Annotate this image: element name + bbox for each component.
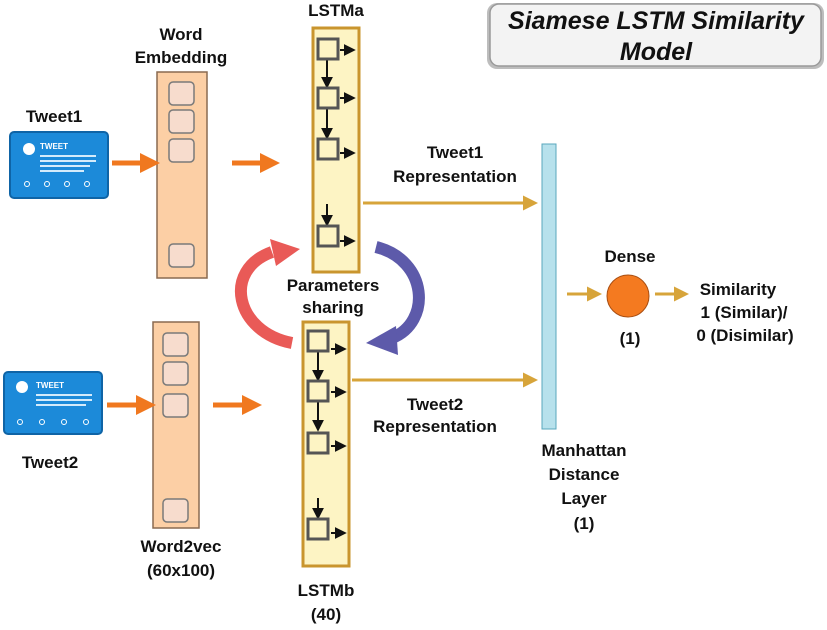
like-icon [61, 419, 67, 425]
lstm-cell [306, 431, 330, 455]
lstmb-block [301, 320, 351, 568]
tweet1-representation-label-line-2: Representation [393, 167, 517, 186]
arrow-icon [366, 326, 398, 355]
arrow-icon [270, 239, 300, 266]
output-label-line-3: 0 (Disimilar) [696, 326, 793, 345]
word2vec-size-label: (60x100) [147, 561, 215, 580]
distance-layer-label-line-3: Layer [561, 489, 607, 508]
tweet1-card: TWEET [9, 131, 109, 199]
input-arrows [107, 153, 280, 415]
lstm-cell [306, 329, 330, 353]
output-label-line-1: Similarity [700, 280, 777, 299]
retweet-icon [39, 419, 45, 425]
dense-size-label: (1) [620, 329, 641, 348]
parameters-sharing-label-line-1: Parameters [287, 276, 380, 295]
lstm-cell [316, 37, 340, 61]
manhattan-distance-bar [541, 143, 557, 430]
lstm-cell [306, 379, 330, 403]
reply-icon [24, 181, 30, 187]
lstm-cell [306, 517, 330, 541]
lstm-cell [316, 137, 340, 161]
title-line-2: Model [620, 38, 693, 66]
parameters-sharing-label-line-2: sharing [302, 298, 363, 317]
tweet2-representation-label-line-1: Tweet2 [407, 395, 463, 414]
lstm-cell [316, 224, 340, 248]
retweet-icon [44, 181, 50, 187]
tweet2-card: TWEET [3, 371, 103, 435]
tweet2-card-heading: TWEET [36, 381, 64, 390]
bird-icon [23, 143, 35, 155]
share-arrow-red [234, 246, 294, 349]
embedding-column-top [156, 71, 208, 279]
distance-layer-label-line-1: Manhattan [542, 441, 627, 460]
embedding-label-line-1: Word [159, 25, 202, 44]
like-icon [64, 181, 70, 187]
embedding-cell [162, 361, 189, 386]
tweet2-representation-label-line-2: Representation [373, 417, 497, 436]
embedding-cell [168, 243, 195, 268]
tweet1-representation-label-line-1: Tweet1 [427, 143, 483, 162]
tweet2-label: Tweet2 [22, 453, 78, 472]
share-icon [83, 419, 89, 425]
tweet1-card-heading: TWEET [40, 142, 68, 151]
dense-node [606, 274, 650, 318]
embedding-cell [168, 109, 195, 134]
distance-layer-label-line-4: (1) [574, 514, 595, 533]
tweet1-label: Tweet1 [26, 107, 82, 126]
lstmb-size-label: (40) [311, 605, 341, 624]
lstmb-label: LSTMb [298, 581, 355, 600]
title-line-1: Siamese LSTM Similarity [508, 7, 805, 35]
embedding-cell [168, 138, 195, 163]
word2vec-label: Word2vec [141, 537, 222, 556]
share-arrow-blue [374, 241, 425, 344]
embedding-cell [168, 81, 195, 106]
parameter-sharing-arrows [234, 239, 425, 355]
embedding-column-bottom [152, 321, 200, 529]
output-label-line-2: 1 (Similar)/ [701, 303, 788, 322]
embedding-cell [162, 332, 189, 357]
lstm-cell [316, 86, 340, 110]
embedding-label-line-2: Embedding [135, 48, 228, 67]
embedding-cell [162, 393, 189, 418]
embedding-cell [162, 498, 189, 523]
reply-icon [17, 419, 23, 425]
lstma-block [311, 26, 361, 274]
distance-layer-label-line-2: Distance [549, 465, 620, 484]
share-icon [84, 181, 90, 187]
bird-icon [16, 381, 28, 393]
dense-label: Dense [604, 247, 655, 266]
lstma-label: LSTMa [308, 1, 364, 20]
title-box: Siamese LSTM Similarity Model [487, 3, 824, 69]
